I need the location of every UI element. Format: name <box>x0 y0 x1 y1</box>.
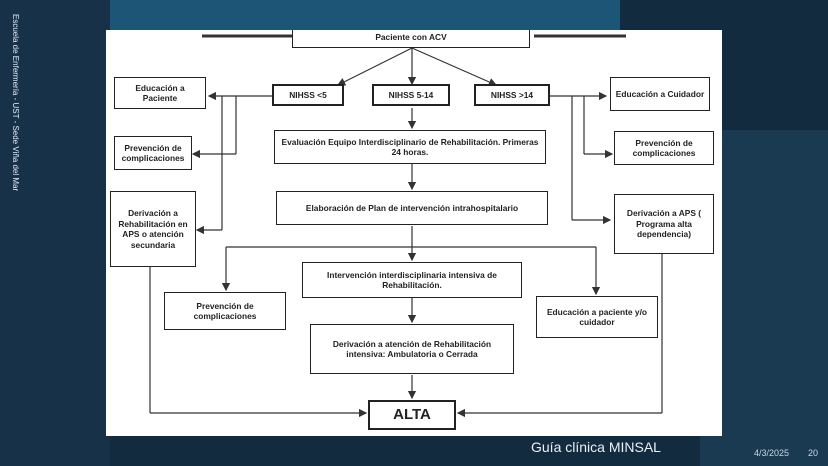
box-evaluacion: Evaluación Equipo Interdisciplinario de … <box>274 130 546 164</box>
side-label: Escuela de Enfermería - UST - Sede Viña … <box>11 14 20 192</box>
box-intervencion: Intervención interdisciplinaria intensiv… <box>302 262 522 298</box>
box-educacion-paciente: Educación a Paciente <box>114 77 206 109</box>
box-nihss-high: NIHSS >14 <box>474 84 550 106</box>
box-prevencion-left: Prevención de complicaciones <box>114 136 192 170</box>
box-derivacion-intensiva: Derivación a atención de Rehabilitación … <box>310 324 514 374</box>
source-caption: Guía clínica MINSAL <box>531 439 661 455</box>
box-nihss-mid: NIHSS 5-14 <box>372 84 450 106</box>
box-educacion-cuidador: Educación a Cuidador <box>610 77 710 111</box>
flowchart-card: Paciente con ACV NIHSS <5 NIHSS 5-14 NIH… <box>106 30 722 436</box>
background-band-left <box>0 0 110 466</box>
box-educacion-paciente-cuidador: Educación a paciente y/o cuidador <box>536 296 658 338</box>
flowchart-connectors <box>149 34 663 418</box>
box-prevencion-right: Prevención de complicaciones <box>614 131 714 165</box>
box-elaboracion: Elaboración de Plan de intervención intr… <box>276 191 548 225</box>
box-derivacion-left: Derivación a Rehabilitación en APS o ate… <box>110 191 196 267</box>
slide-date: 4/3/2025 <box>754 448 790 458</box>
box-paciente-acv: Paciente con ACV <box>292 30 530 48</box>
box-alta: ALTA <box>368 400 456 430</box>
box-prevencion-mid: Prevención de complicaciones <box>164 292 286 330</box>
slide-number: 20 <box>808 448 819 458</box>
box-nihss-low: NIHSS <5 <box>272 84 344 106</box>
box-derivacion-right: Derivación a APS ( Programa alta depende… <box>614 194 714 254</box>
